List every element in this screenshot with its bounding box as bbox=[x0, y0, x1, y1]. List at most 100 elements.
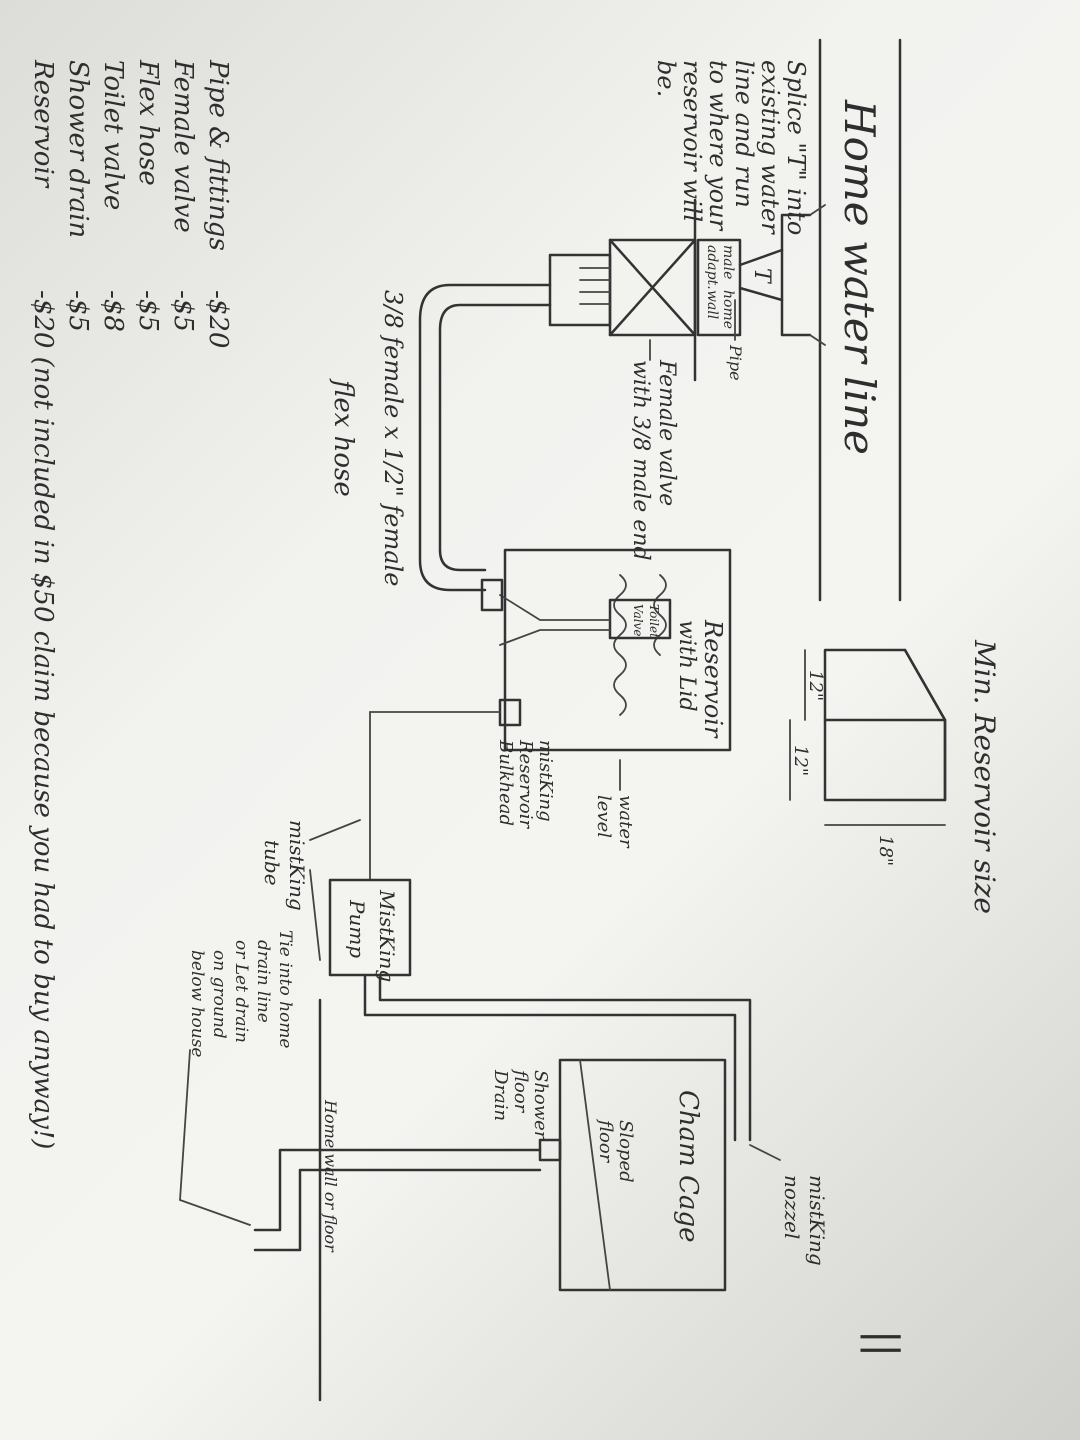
female-valve-label-2: with 3/8 male end bbox=[628, 360, 653, 561]
female-valve: Female valve with 3/8 male end bbox=[548, 238, 697, 561]
tube-label-arrows bbox=[309, 819, 361, 961]
flex-hose-outer bbox=[418, 283, 552, 592]
sloped-floor-label-2: floor bbox=[595, 1118, 616, 1164]
drain-note-3: or Let drain bbox=[231, 940, 251, 1043]
drain-label-1: Shower bbox=[530, 1070, 551, 1141]
drain-note: Tie into home drain line or Let drain on… bbox=[179, 930, 295, 1226]
female-valve-label-1: Female valve bbox=[654, 359, 679, 506]
dim-width: 12" bbox=[790, 745, 811, 776]
cost-item-value: -$5 bbox=[63, 290, 93, 332]
sloped-floor-label-1: Sloped bbox=[615, 1120, 636, 1183]
adapter-text-1: male bbox=[720, 245, 736, 279]
reservoir-size-title: Min. Reservoir size bbox=[968, 639, 1001, 914]
cost-item-value: -$20 bbox=[203, 290, 233, 348]
water-level-wave bbox=[613, 574, 627, 716]
page-mark: || bbox=[860, 1330, 906, 1357]
sloped-floor bbox=[579, 1059, 611, 1291]
mistking-supply-tube bbox=[369, 711, 501, 881]
drain-note-1: Tie into home bbox=[275, 930, 295, 1048]
instruction-line-3: line and run bbox=[730, 60, 758, 208]
cost-list: Pipe & fittings -$20 Female valve -$5 Fl… bbox=[28, 59, 233, 1149]
cost-item-value: -$5 bbox=[133, 290, 163, 332]
instruction-line-2: existing water bbox=[756, 60, 784, 235]
drain-label-3: Drain bbox=[490, 1069, 511, 1121]
tee-crossbar bbox=[780, 213, 812, 337]
male-adapter-box bbox=[696, 238, 742, 337]
tube-label-1: mistKing bbox=[285, 820, 309, 911]
water-level-label-1: water bbox=[615, 795, 636, 849]
cham-cage: Cham Cage Sloped floor mistKing nozzel S… bbox=[490, 1058, 829, 1292]
drain-note-arrow bbox=[179, 1049, 251, 1226]
instruction-line-4: to where your bbox=[704, 60, 732, 232]
drain-pipe-inner bbox=[253, 1168, 542, 1252]
shower-drain-fitting bbox=[538, 1138, 562, 1162]
bulkhead-label-2: Reservoir bbox=[515, 739, 536, 829]
tee-stem bbox=[738, 248, 784, 302]
cube-side bbox=[823, 648, 947, 722]
pipe-label: Pipe bbox=[726, 344, 745, 381]
water-level-label-2: level bbox=[593, 795, 614, 838]
tee-label: T bbox=[749, 268, 774, 285]
cube-front bbox=[823, 718, 947, 802]
reservoir: Reservoir with Lid Toilet Valve water le… bbox=[480, 548, 732, 849]
instruction-line-6: be. bbox=[652, 60, 680, 97]
cube-top bbox=[903, 648, 947, 802]
bulkhead-fitting bbox=[498, 698, 522, 727]
valve-thread bbox=[579, 267, 611, 305]
dim-depth: 12" bbox=[805, 670, 826, 701]
cost-item-name: Toilet valve bbox=[98, 60, 128, 210]
drain-pipe-outer bbox=[253, 1148, 542, 1232]
mistking-pump: MistKing Pump mistKing tube bbox=[260, 819, 412, 982]
toilet-valve-text-2: Valve bbox=[631, 604, 645, 636]
page-title: Home water line bbox=[835, 99, 884, 455]
tube-label-2: tube bbox=[260, 840, 284, 886]
dim-height: 18" bbox=[875, 835, 896, 866]
adapter-text-4: wall bbox=[704, 290, 720, 319]
cost-item-name: Shower drain bbox=[63, 60, 93, 238]
toilet-valve-box bbox=[608, 598, 672, 640]
valve-male-end bbox=[548, 253, 612, 327]
pump-label-2: Pump bbox=[345, 899, 369, 958]
toilet-valve-text-1: Toilet bbox=[647, 604, 661, 638]
cost-item-name: Flex hose bbox=[133, 59, 163, 186]
pump-label-1: MistKing bbox=[375, 889, 399, 982]
drain-note-4: on ground bbox=[209, 950, 229, 1039]
flex-hose-label: flex hose bbox=[328, 378, 358, 497]
cost-item-value: -$20 (not included in $50 claim because … bbox=[28, 290, 58, 1149]
cost-item-value: -$5 bbox=[168, 290, 198, 332]
nozzle-label-1: mistKing bbox=[805, 1175, 829, 1266]
reservoir-body bbox=[503, 548, 732, 752]
cost-item-value: -$8 bbox=[98, 290, 128, 332]
cost-item-name: Reservoir bbox=[28, 59, 58, 189]
cage-label: Cham Cage bbox=[673, 1090, 703, 1242]
pump-body bbox=[328, 878, 412, 977]
nozzle-tube-inner bbox=[363, 973, 737, 1142]
drain-note-2: drain line bbox=[253, 940, 273, 1023]
reservoir-label-1: Reservoir bbox=[699, 619, 727, 739]
drain-note-5: below house bbox=[187, 950, 207, 1058]
adapter-text-3: home bbox=[720, 290, 736, 329]
adapter-text-2: adapt. bbox=[704, 245, 720, 290]
hose-spec-label: 3/8 female x 1/2" female bbox=[379, 290, 407, 586]
cost-item-name: Pipe & fittings bbox=[203, 59, 233, 251]
water-level-wave-left bbox=[653, 574, 667, 656]
reservoir-inlet-fitting bbox=[480, 578, 504, 612]
instruction-line-1: Splice "T" into bbox=[782, 60, 810, 235]
drain-label-2: floor bbox=[510, 1068, 531, 1114]
cost-item-name: Female valve bbox=[168, 59, 198, 233]
splice-instruction: Splice "T" into existing water line and … bbox=[652, 60, 810, 235]
toilet-valve-stem bbox=[499, 594, 611, 646]
cage-body bbox=[558, 1058, 727, 1292]
reservoir-size-cube: Min. Reservoir size 18" 12" 12" bbox=[789, 639, 1001, 914]
bulkhead-label-1: mistKing bbox=[535, 740, 556, 822]
reservoir-label-2: with Lid bbox=[674, 620, 699, 712]
female-valve-x bbox=[608, 238, 697, 337]
wall-label: Home wall or floor bbox=[321, 1099, 340, 1253]
nozzle-arrow bbox=[749, 1144, 781, 1161]
flex-hose-inner bbox=[438, 303, 552, 572]
nozzle-label-2: nozzel bbox=[780, 1175, 804, 1239]
tee-flow-arrows bbox=[809, 204, 826, 346]
instruction-line-5: reservoir will bbox=[678, 60, 706, 222]
